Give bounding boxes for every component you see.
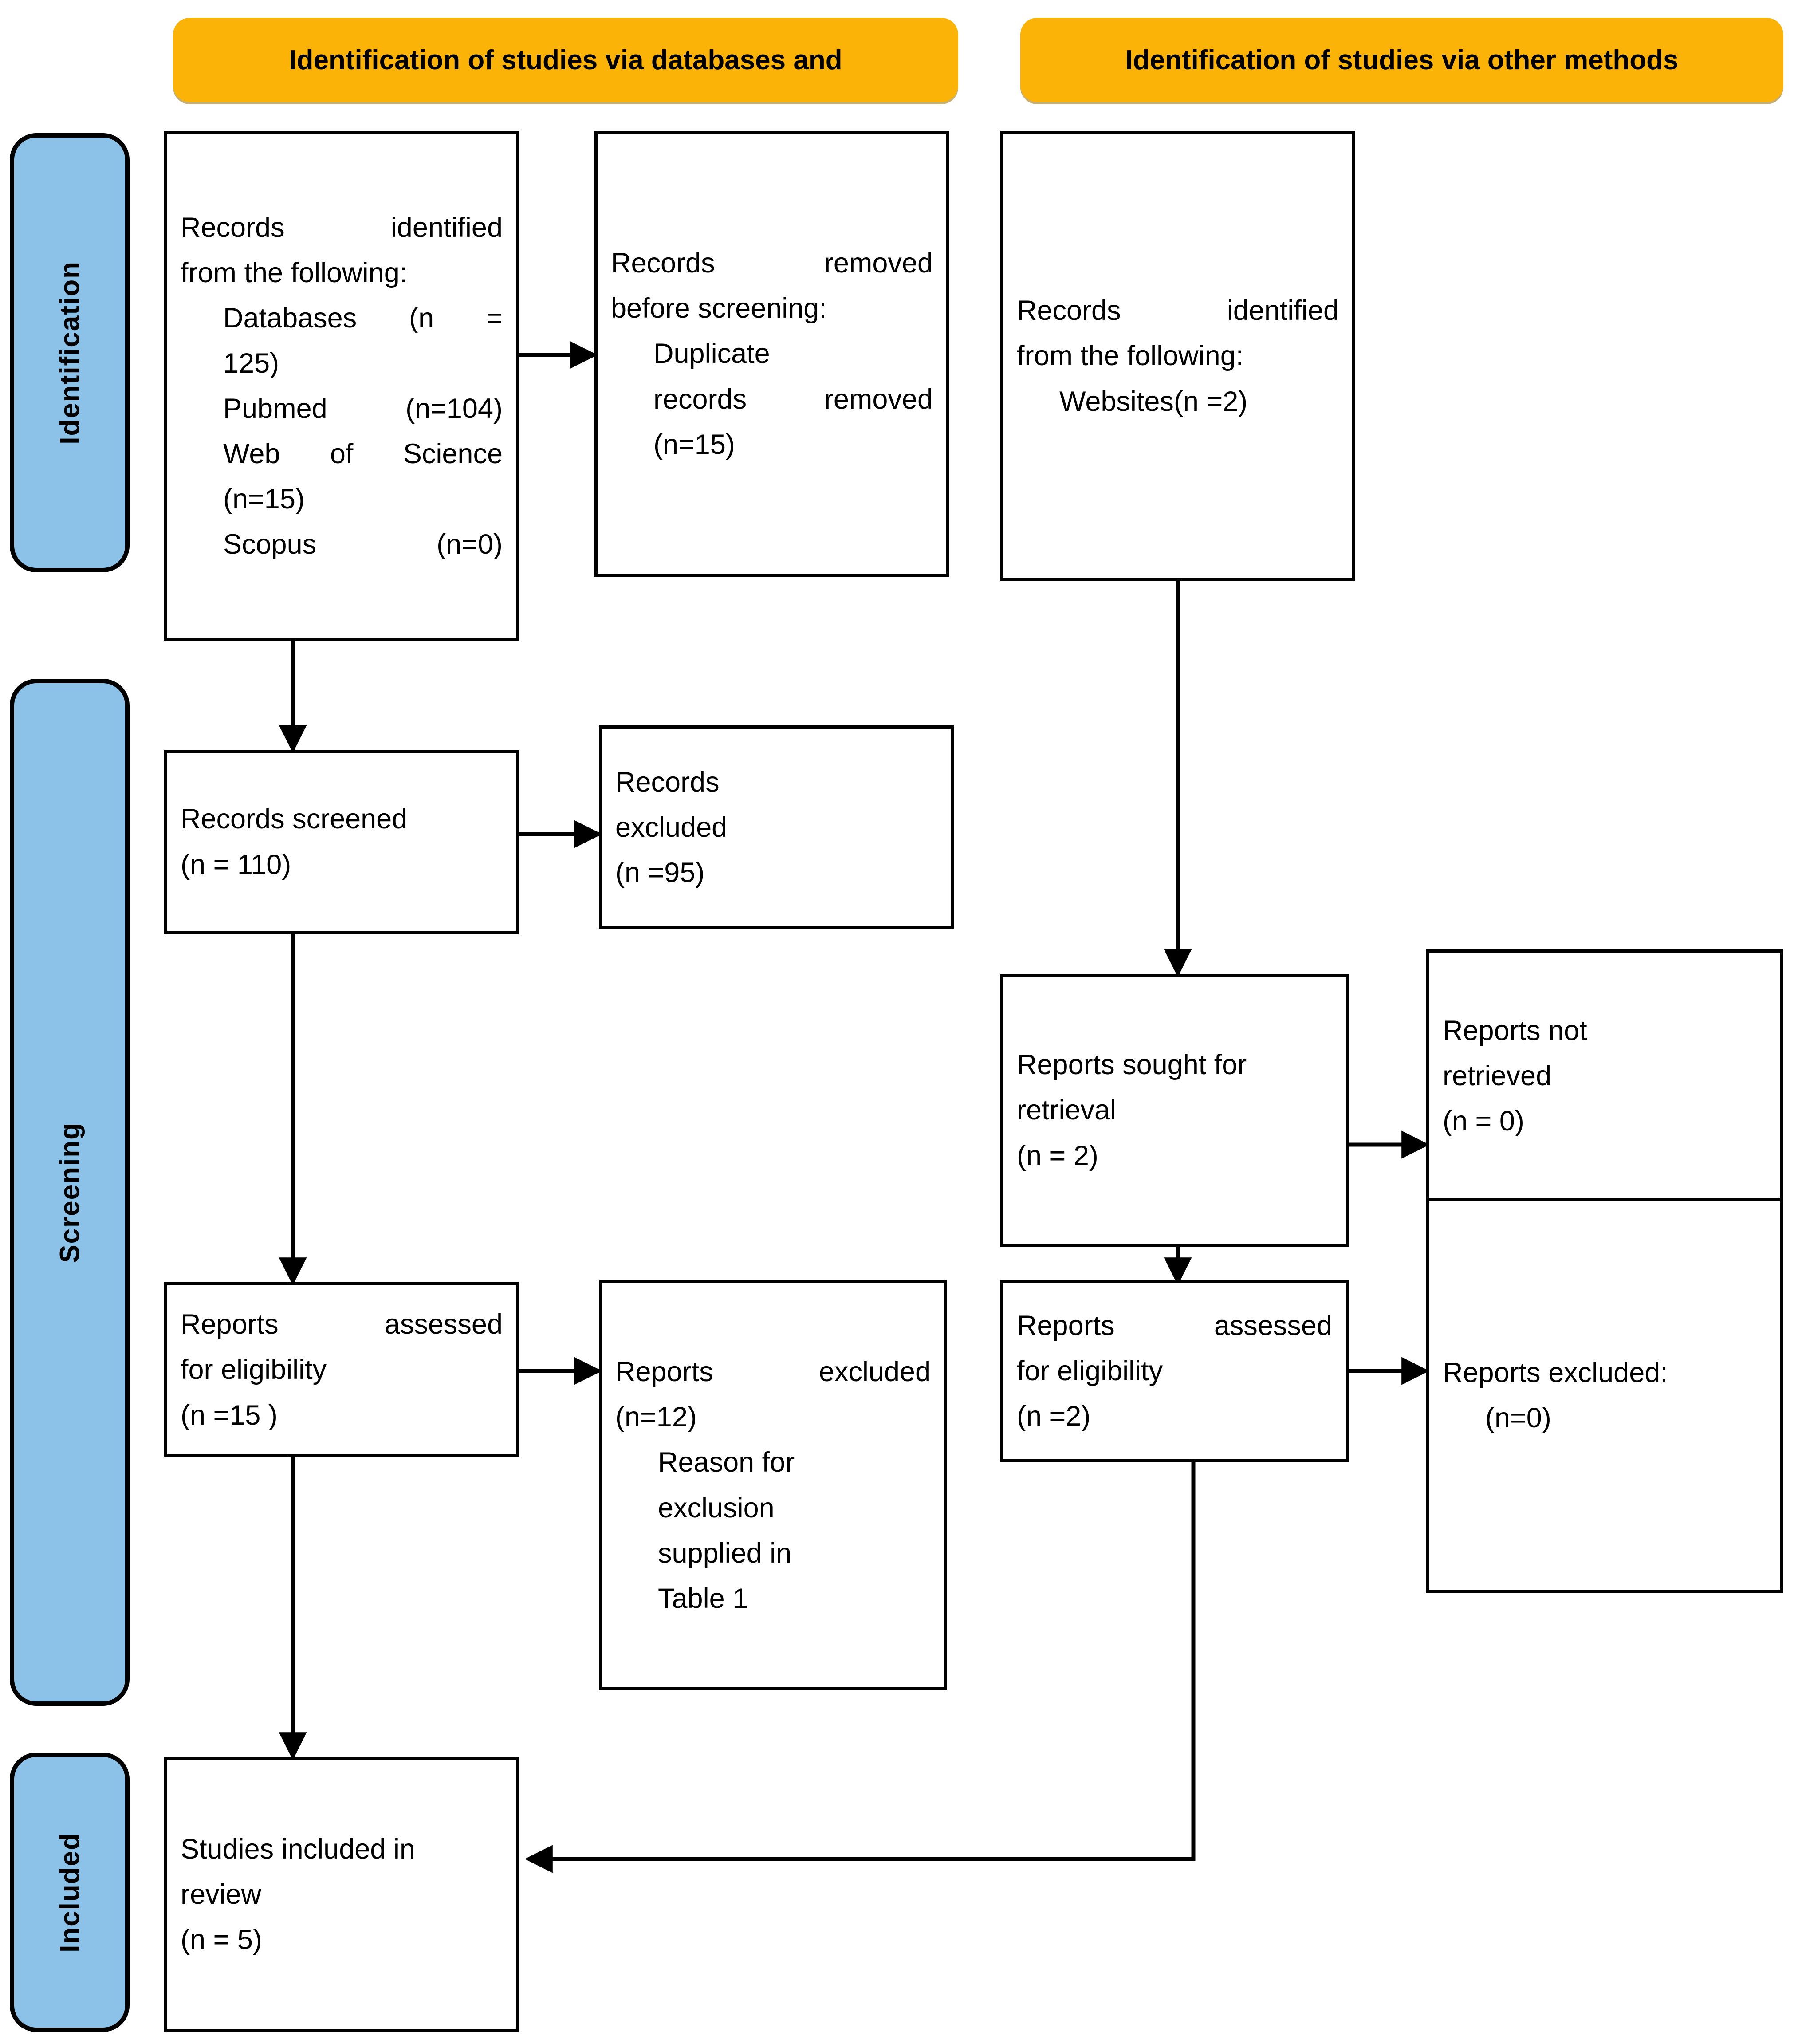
box-reports-sought-for-retrieval: Reports sought for retrieval (n = 2): [1000, 974, 1349, 1247]
phase-label-included: Included: [54, 1832, 85, 1953]
box-text-line: Pubmed (n=104): [223, 393, 503, 424]
box-text-line: records removed: [653, 383, 933, 415]
box-text-line: (n=0): [1485, 1402, 1551, 1434]
box-text-line: excluded: [615, 811, 728, 843]
box-text-line: Reason for: [658, 1447, 795, 1478]
box-text-line: Reports assessed: [1017, 1310, 1332, 1341]
box-text-line: Databases (n =: [223, 302, 503, 334]
box-text-line: (n = 110): [181, 849, 291, 880]
box-text-line: for eligibility: [181, 1354, 327, 1386]
box-text-line: (n = 5): [181, 1924, 262, 1956]
box-reports-assessed-eligibility-databases: Reports assessed for eligibility (n =15 ): [164, 1282, 519, 1457]
phase-pill-included: Included: [10, 1753, 130, 2032]
box-reports-not-retrieved: Reports not retrieved (n = 0): [1426, 949, 1783, 1202]
box-text-line: from the following:: [181, 257, 408, 288]
box-text-line: (n =95): [615, 857, 705, 889]
box-records-identified-databases: Records identified from the following: Dat…: [164, 131, 519, 641]
box-text-line: exclusion: [658, 1492, 775, 1524]
box-records-removed-before-screening: Records removed before screening: Duplicat…: [594, 131, 949, 577]
box-text-line: Records: [615, 766, 720, 798]
box-text-line: Reports assessed: [181, 1309, 503, 1340]
phase-pill-screening: Screening: [10, 679, 130, 1706]
box-text-line: before screening:: [611, 293, 827, 324]
box-text-line: Records removed: [611, 248, 933, 279]
box-text-line: for eligibility: [1017, 1355, 1163, 1386]
box-text-line: Websites(n =2): [1059, 386, 1248, 417]
box-reports-assessed-eligibility-other: Reports assessed for eligibility (n =2): [1000, 1280, 1349, 1462]
header-label-databases: Identification of studies via databases …: [289, 44, 842, 75]
box-records-excluded: Records excluded (n =95): [599, 725, 954, 929]
box-text-line: Records screened: [181, 803, 408, 835]
box-text-line: 125): [223, 347, 279, 379]
box-text-line: Duplicate: [653, 338, 770, 370]
box-text-line: Web of Science: [223, 438, 503, 470]
box-text-line: review: [181, 1879, 262, 1910]
box-text-line: retrieved: [1443, 1060, 1552, 1091]
header-banner-databases: Identification of studies via databases …: [173, 18, 958, 102]
box-text-line: (n =2): [1017, 1401, 1091, 1432]
box-text-line: Reports excluded: [615, 1356, 931, 1388]
box-text-line: (n=15): [223, 484, 305, 515]
box-text-line: Reports sought for: [1017, 1049, 1247, 1081]
box-text-line: (n=15): [653, 429, 735, 460]
box-text-line: Table 1: [658, 1583, 748, 1614]
box-text-line: from the following:: [1017, 340, 1244, 372]
phase-pill-identification: Identification: [10, 133, 130, 572]
box-records-identified-other: Records identified from the following: Web…: [1000, 131, 1355, 581]
box-text-line: Reports excluded:: [1443, 1357, 1668, 1388]
box-text-line: (n=12): [615, 1402, 697, 1433]
box-text-line: (n =15 ): [181, 1399, 278, 1431]
phase-label-screening: Screening: [54, 1122, 85, 1263]
box-text-line: supplied in: [658, 1537, 792, 1569]
box-records-screened: Records screened (n = 110): [164, 750, 519, 934]
box-text-line: (n = 2): [1017, 1140, 1098, 1171]
box-reports-excluded-databases: Reports excluded (n=12) Reason for exclusio…: [599, 1280, 947, 1690]
phase-label-identification: Identification: [54, 261, 85, 445]
box-text-line: Reports not: [1443, 1015, 1587, 1046]
box-text-line: retrieval: [1017, 1095, 1117, 1126]
header-label-other-methods: Identification of studies via other meth…: [1125, 44, 1679, 75]
header-banner-other-methods: Identification of studies via other meth…: [1020, 18, 1783, 102]
box-text-line: Scopus (n=0): [223, 529, 503, 560]
box-text-line: Records identified: [1017, 295, 1339, 327]
box-text-line: Studies included in: [181, 1833, 415, 1865]
box-reports-excluded-other: Reports excluded: (n=0): [1426, 1198, 1783, 1593]
box-text-line: (n = 0): [1443, 1106, 1524, 1137]
box-studies-included-in-review: Studies included in review (n = 5): [164, 1757, 519, 2032]
box-text-line: Records identified: [181, 212, 503, 243]
